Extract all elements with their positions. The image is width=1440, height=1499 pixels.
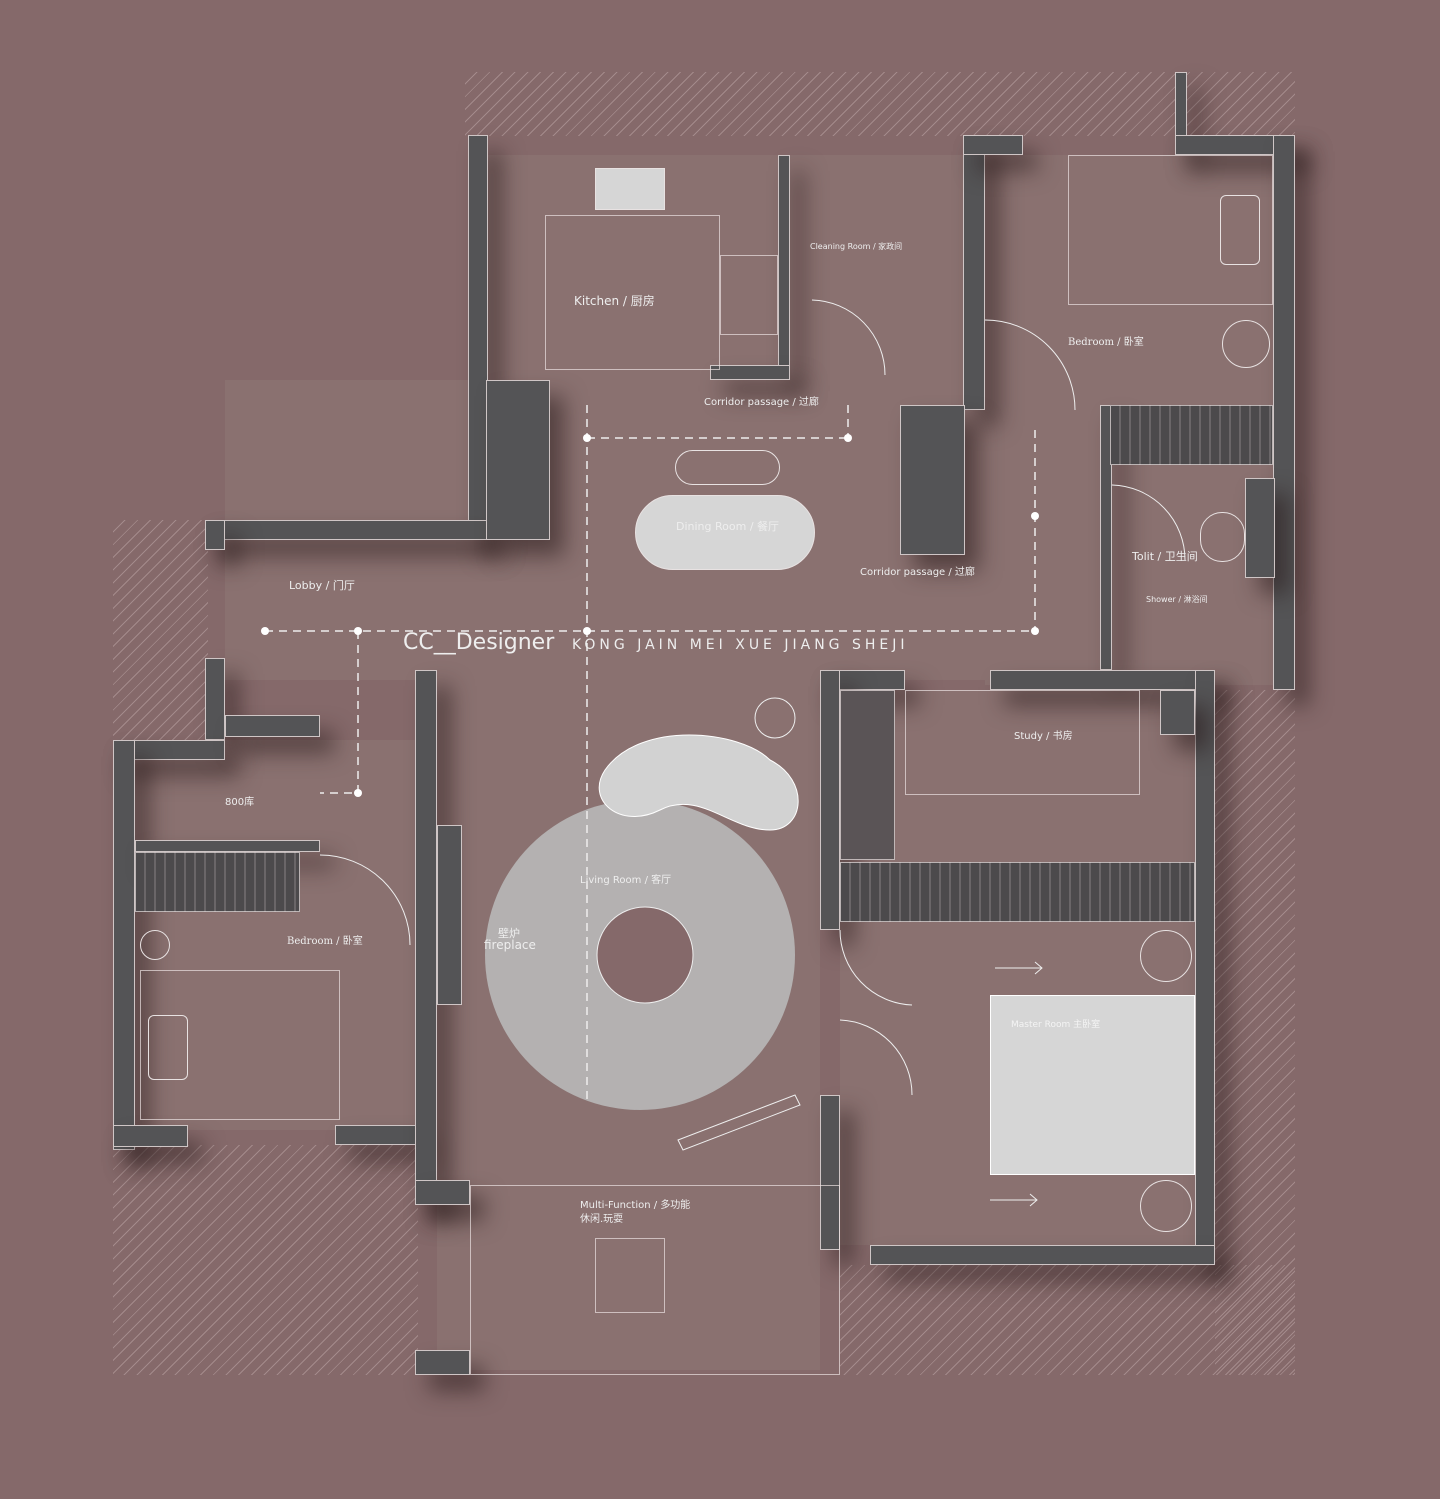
- study-desk: [905, 690, 1140, 795]
- door-swing: [839, 1019, 913, 1096]
- label-fireplace-cn: 壁炉: [498, 927, 520, 940]
- bench: [677, 1094, 801, 1151]
- label-living: Living Room / 客厅: [580, 875, 672, 886]
- master-bed: [990, 995, 1195, 1175]
- label-master: Master Room 主卧室: [1011, 1020, 1101, 1030]
- floor-bedroom-w: [135, 740, 415, 1130]
- balcony-hatch-right: [1215, 690, 1295, 1375]
- label-bedroom-ne: Bedroom / 卧室: [1068, 337, 1144, 348]
- wall: [486, 380, 550, 540]
- wall: [820, 670, 840, 930]
- pillow: [148, 1015, 188, 1080]
- wall: [1245, 478, 1275, 578]
- label-study: Study / 书房: [1014, 731, 1073, 742]
- label-shower: Shower / 淋浴间: [1146, 595, 1208, 604]
- coffee-table: [595, 1238, 665, 1313]
- label-corridor-right: Corridor passage / 过廊: [860, 567, 975, 578]
- label-lobby: Lobby / 门厅: [289, 579, 355, 592]
- door-swing: [984, 319, 1076, 411]
- door-swing: [811, 299, 886, 376]
- dining-table: [635, 495, 815, 570]
- dining-bench: [675, 450, 780, 485]
- door-swing: [1111, 484, 1186, 561]
- wall: [135, 840, 320, 852]
- wall: [415, 1350, 470, 1375]
- label-toilet: Tolit / 卫生间: [1132, 550, 1198, 563]
- balcony-frame: [470, 1185, 840, 1375]
- door-swing: [839, 929, 913, 1006]
- round-table: [140, 930, 170, 960]
- wall: [1100, 405, 1112, 670]
- brand-tagline: KONG JAIN MEI XUE JIANG SHEJI: [572, 637, 909, 653]
- balcony-hatch-left: [113, 520, 208, 740]
- axis-node: [261, 627, 269, 635]
- balcony-hatch-bottom-left: [113, 1145, 418, 1375]
- arrow: [990, 1193, 1038, 1207]
- wall: [113, 740, 135, 1150]
- bed-w: [140, 970, 340, 1120]
- wall: [1273, 135, 1295, 690]
- label-cleaning-room: Cleaning Room / 家政间: [810, 242, 903, 251]
- wall: [205, 658, 225, 740]
- balcony-hatch-top: [465, 72, 1295, 136]
- toilet: [1200, 512, 1245, 562]
- brand-designer: CC__Designer: [403, 630, 555, 655]
- axis-line: [320, 631, 359, 794]
- balcony-hatch-bottom-right: [840, 1265, 1295, 1375]
- round-table: [1140, 1180, 1192, 1232]
- label-storage: 800库: [225, 797, 255, 808]
- label-multi-function-sub: 休闲.玩耍: [580, 1214, 624, 1225]
- wall: [113, 1125, 188, 1147]
- storage-cabinet: [840, 690, 895, 860]
- wall: [870, 1245, 1215, 1265]
- kitchen-counter: [545, 215, 720, 370]
- fireplace: [437, 825, 462, 1005]
- axis-node: [354, 627, 362, 635]
- axis-node: [844, 434, 852, 442]
- sink: [595, 168, 665, 210]
- stove: [720, 255, 778, 335]
- axis-node: [354, 789, 362, 797]
- wardrobe: [1110, 405, 1273, 465]
- arrow: [995, 961, 1043, 975]
- wall: [225, 715, 320, 737]
- axis-node: [583, 627, 591, 635]
- pillow: [1220, 195, 1260, 265]
- wall: [963, 135, 1023, 155]
- bed-ne: [1068, 155, 1273, 305]
- sofa: [598, 734, 799, 831]
- label-corridor-top: Corridor passage / 过廊: [704, 397, 819, 408]
- round-table: [1140, 930, 1192, 982]
- wardrobe: [840, 862, 1195, 922]
- axis-node: [1031, 627, 1039, 635]
- label-kitchen: Kitchen / 厨房: [574, 294, 655, 308]
- label-dining: Dining Room / 餐厅: [676, 520, 780, 533]
- label-multi-function: Multi-Function / 多功能: [580, 1200, 691, 1211]
- label-fireplace-en: fireplace: [484, 938, 536, 952]
- axis-node: [1031, 512, 1039, 520]
- wall: [710, 365, 790, 380]
- wall: [1160, 690, 1195, 735]
- wall: [415, 1180, 470, 1205]
- axis-node: [583, 434, 591, 442]
- wall: [205, 520, 225, 550]
- label-bedroom-w: Bedroom / 卧室: [287, 936, 363, 947]
- rug-hole: [596, 906, 694, 1004]
- door-swing: [319, 854, 411, 946]
- round-table: [1222, 320, 1270, 368]
- wall: [900, 405, 965, 555]
- chair: [754, 697, 796, 739]
- wardrobe: [135, 852, 300, 912]
- wall: [820, 1095, 840, 1250]
